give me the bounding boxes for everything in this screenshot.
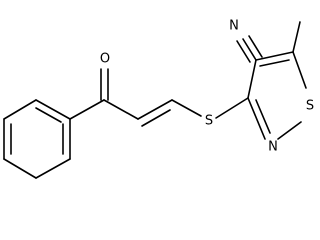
phenyl-ring (3, 99, 71, 179)
vinyl-chain (103, 99, 202, 127)
ketone-group (69, 68, 109, 120)
thioether-link (215, 97, 249, 119)
carbonyl-oxygen-label: O (100, 52, 110, 67)
chemical-structure: O S S N N (3, 19, 314, 179)
nitrile-group (236, 35, 263, 63)
methyl-group (292, 21, 301, 53)
ring-nitrogen-label: N (268, 140, 278, 155)
nitrile-nitrogen-label: N (229, 19, 239, 34)
ring-sulfur-label: S (306, 99, 314, 114)
atom-labels: O S S N N (100, 19, 314, 155)
thioether-sulfur-label: S (205, 114, 213, 129)
isothiazole-ring (247, 51, 307, 140)
